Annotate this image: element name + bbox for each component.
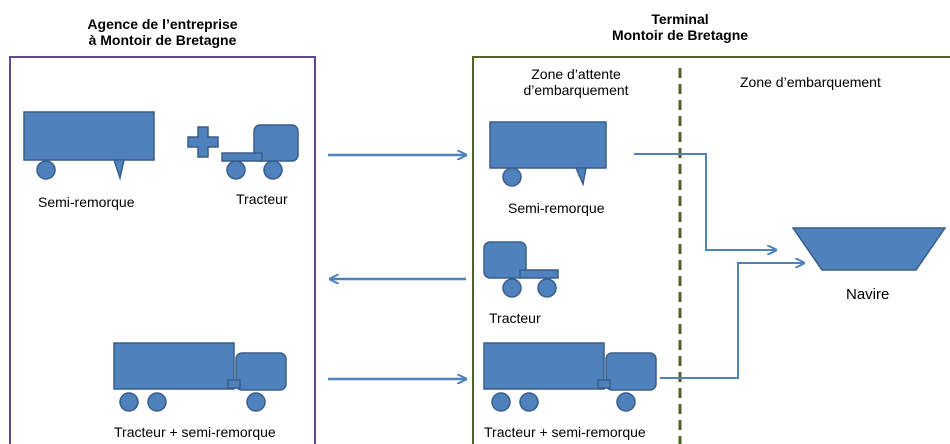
arrow-semi-to-navire bbox=[634, 153, 776, 250]
left-tractor-label: Tracteur bbox=[236, 191, 288, 207]
terminal-title-line2: Montoir de Bretagne bbox=[611, 27, 749, 43]
left-tracteur-semi-icon bbox=[113, 342, 287, 412]
agency-title: Agence de l’entreprise à Montoir de Bret… bbox=[60, 16, 265, 48]
agency-title-line1: Agence de l’entreprise bbox=[87, 16, 238, 32]
navire-label: Navire bbox=[846, 286, 890, 303]
right-semi-label: Semi-remorque bbox=[508, 200, 605, 216]
terminal-box bbox=[472, 56, 950, 444]
right-semi-remorque-icon bbox=[489, 121, 607, 187]
left-semi-remorque-icon bbox=[23, 111, 155, 181]
right-tracteur-semi-icon bbox=[483, 342, 657, 412]
right-combo-label: Tracteur + semi-remorque bbox=[484, 424, 646, 440]
waiting-zone-label: Zone d’attente d’embarquement bbox=[496, 66, 656, 98]
terminal-title-line1: Terminal bbox=[651, 11, 709, 27]
left-tracteur-icon bbox=[221, 124, 299, 180]
left-combo-label: Tracteur + semi-remorque bbox=[114, 424, 276, 440]
navire-icon bbox=[791, 227, 947, 271]
boarding-zone-label: Zone d’embarquement bbox=[740, 74, 881, 90]
agency-box bbox=[9, 56, 316, 444]
agency-title-line2: à Montoir de Bretagne bbox=[88, 32, 237, 48]
waiting-zone-line1: Zone d’attente bbox=[531, 66, 621, 82]
left-semi-label: Semi-remorque bbox=[38, 194, 135, 210]
right-tracteur-icon bbox=[483, 241, 559, 298]
arrow-combo-to-navire bbox=[660, 263, 804, 379]
waiting-zone-line2: d’embarquement bbox=[523, 82, 629, 98]
plus-icon bbox=[187, 126, 219, 158]
right-tractor-label: Tracteur bbox=[489, 310, 541, 326]
terminal-title: Terminal Montoir de Bretagne bbox=[565, 11, 795, 43]
